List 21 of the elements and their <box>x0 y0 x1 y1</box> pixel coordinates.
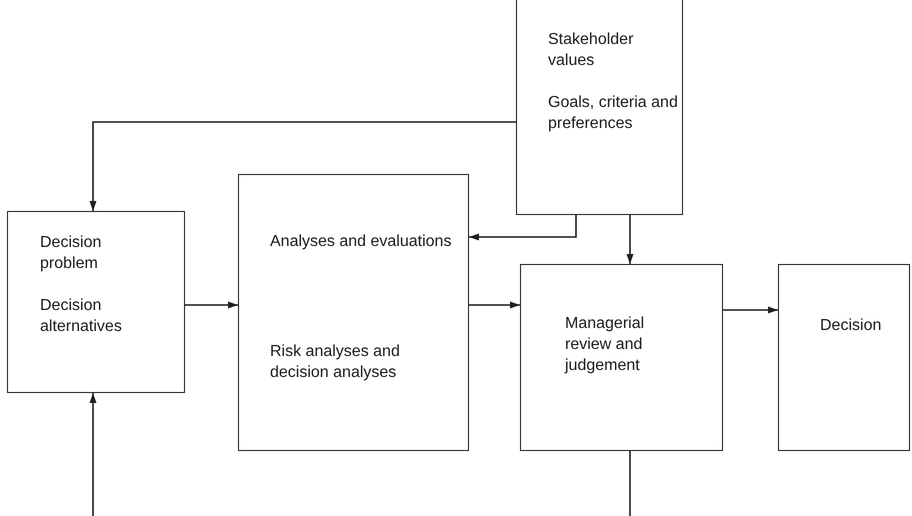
arrow <box>90 393 96 516</box>
arrow <box>90 121 516 211</box>
box-heading: Stakeholder values <box>548 30 634 71</box>
arrow <box>185 302 238 308</box>
arrow <box>469 302 520 308</box>
arrow <box>469 215 577 240</box>
box-text: Risk analyses and decision analyses <box>270 342 401 383</box>
process-box <box>238 174 469 451</box>
process-box <box>7 211 185 393</box>
arrow <box>723 306 778 314</box>
box-heading: Analyses and evaluations <box>270 232 452 252</box>
box-heading: Decision problem <box>40 233 102 274</box>
connector-line <box>629 451 631 516</box>
box-heading: Decision <box>820 316 882 336</box>
process-box <box>516 0 683 215</box>
process-box <box>778 264 910 451</box>
process-box <box>520 264 723 451</box>
box-heading: Managerial review and judgement <box>565 314 646 376</box>
arrow <box>626 215 634 264</box>
box-text: Decision alternatives <box>40 296 123 337</box>
box-text: Goals, criteria and preferences <box>548 93 678 134</box>
